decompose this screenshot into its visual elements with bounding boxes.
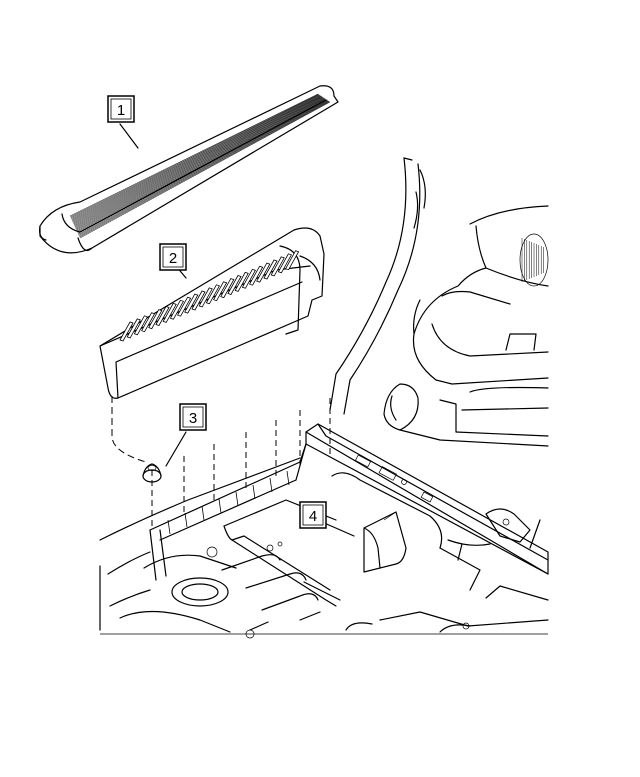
cross-member [305, 423, 549, 575]
callout-2-label: 2 [169, 250, 177, 267]
callout-4-label: 4 [309, 508, 317, 525]
part-2-sill-trim[interactable] [99, 227, 325, 399]
part-2-vents [119, 250, 300, 342]
callout-4: 4 [299, 501, 327, 529]
callout-1-label: 1 [117, 102, 125, 119]
fastener-guides [151, 398, 331, 530]
callout-3: 3 [179, 403, 207, 431]
rear-wheelhouse [383, 205, 549, 447]
body-pillar [329, 157, 426, 415]
part-1-ribs [69, 93, 331, 239]
callout-2: 2 [159, 243, 187, 271]
leader-dashed-2-3 [111, 396, 147, 463]
part-4-bracket[interactable] [363, 511, 407, 573]
callout-1: 1 [107, 95, 135, 123]
speaker-grille [521, 238, 544, 282]
callout-3-label: 3 [189, 410, 197, 427]
part-1-sill-plate[interactable] [39, 85, 339, 254]
leader-lines [119, 123, 355, 537]
floor-pan [99, 443, 549, 639]
floor-ribs [167, 470, 290, 535]
